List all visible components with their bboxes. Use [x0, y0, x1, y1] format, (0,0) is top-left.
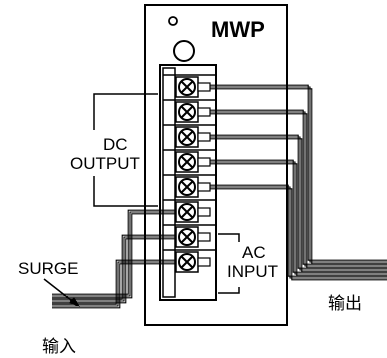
large-mounting-hole — [173, 40, 195, 62]
dc-output-label-line1: DC — [103, 135, 128, 154]
dc-output-wire — [210, 188, 387, 281]
ac-input-wire — [52, 209, 176, 295]
terminal-screw — [163, 124, 216, 148]
dc-output-wire — [210, 136, 387, 271]
ac-input-wire-bundle — [52, 209, 176, 309]
output-caption: 输出 — [328, 294, 362, 314]
terminal-block — [159, 64, 217, 301]
terminal-screw — [163, 99, 216, 123]
dc-output-wire-bundle — [210, 84, 387, 281]
small-mounting-hole — [168, 16, 178, 26]
dc-output-wire — [210, 184, 387, 277]
terminal-screw — [163, 74, 216, 98]
ac-input-label-line1: AC — [242, 243, 266, 262]
terminal-screw — [163, 224, 216, 248]
terminal-screw — [163, 199, 216, 223]
terminal-screw — [163, 249, 216, 273]
ac-input-wire — [52, 213, 176, 299]
ac-input-wire — [52, 238, 176, 304]
ac-input-wire — [52, 259, 176, 305]
ac-input-wire — [52, 263, 176, 309]
dc-output-label-line2: OUTPUT — [70, 154, 140, 173]
dc-output-wire — [210, 84, 387, 261]
terminal-screw — [163, 174, 216, 198]
ac-input-wire — [52, 211, 176, 297]
dc-output-wire — [210, 159, 387, 273]
dc-output-wire — [210, 86, 387, 263]
dc-output-bracket — [93, 93, 158, 207]
ac-input-wire — [52, 261, 176, 307]
ac-input-bracket — [218, 233, 240, 294]
dc-output-wire — [210, 161, 387, 275]
ac-input-label-line2: INPUT — [227, 262, 278, 281]
dc-output-wire — [210, 111, 387, 267]
module-label: MWP — [211, 17, 265, 42]
dc-output-wire — [210, 186, 387, 279]
surge-arrow — [43, 278, 80, 307]
ac-input-wire — [52, 234, 176, 300]
dc-output-wire — [210, 134, 387, 269]
surge-label: SURGE — [18, 259, 78, 278]
terminal-screw — [163, 149, 216, 173]
input-caption: 输入 — [42, 337, 76, 357]
dc-output-wire — [210, 109, 387, 265]
ac-input-wire — [52, 236, 176, 302]
